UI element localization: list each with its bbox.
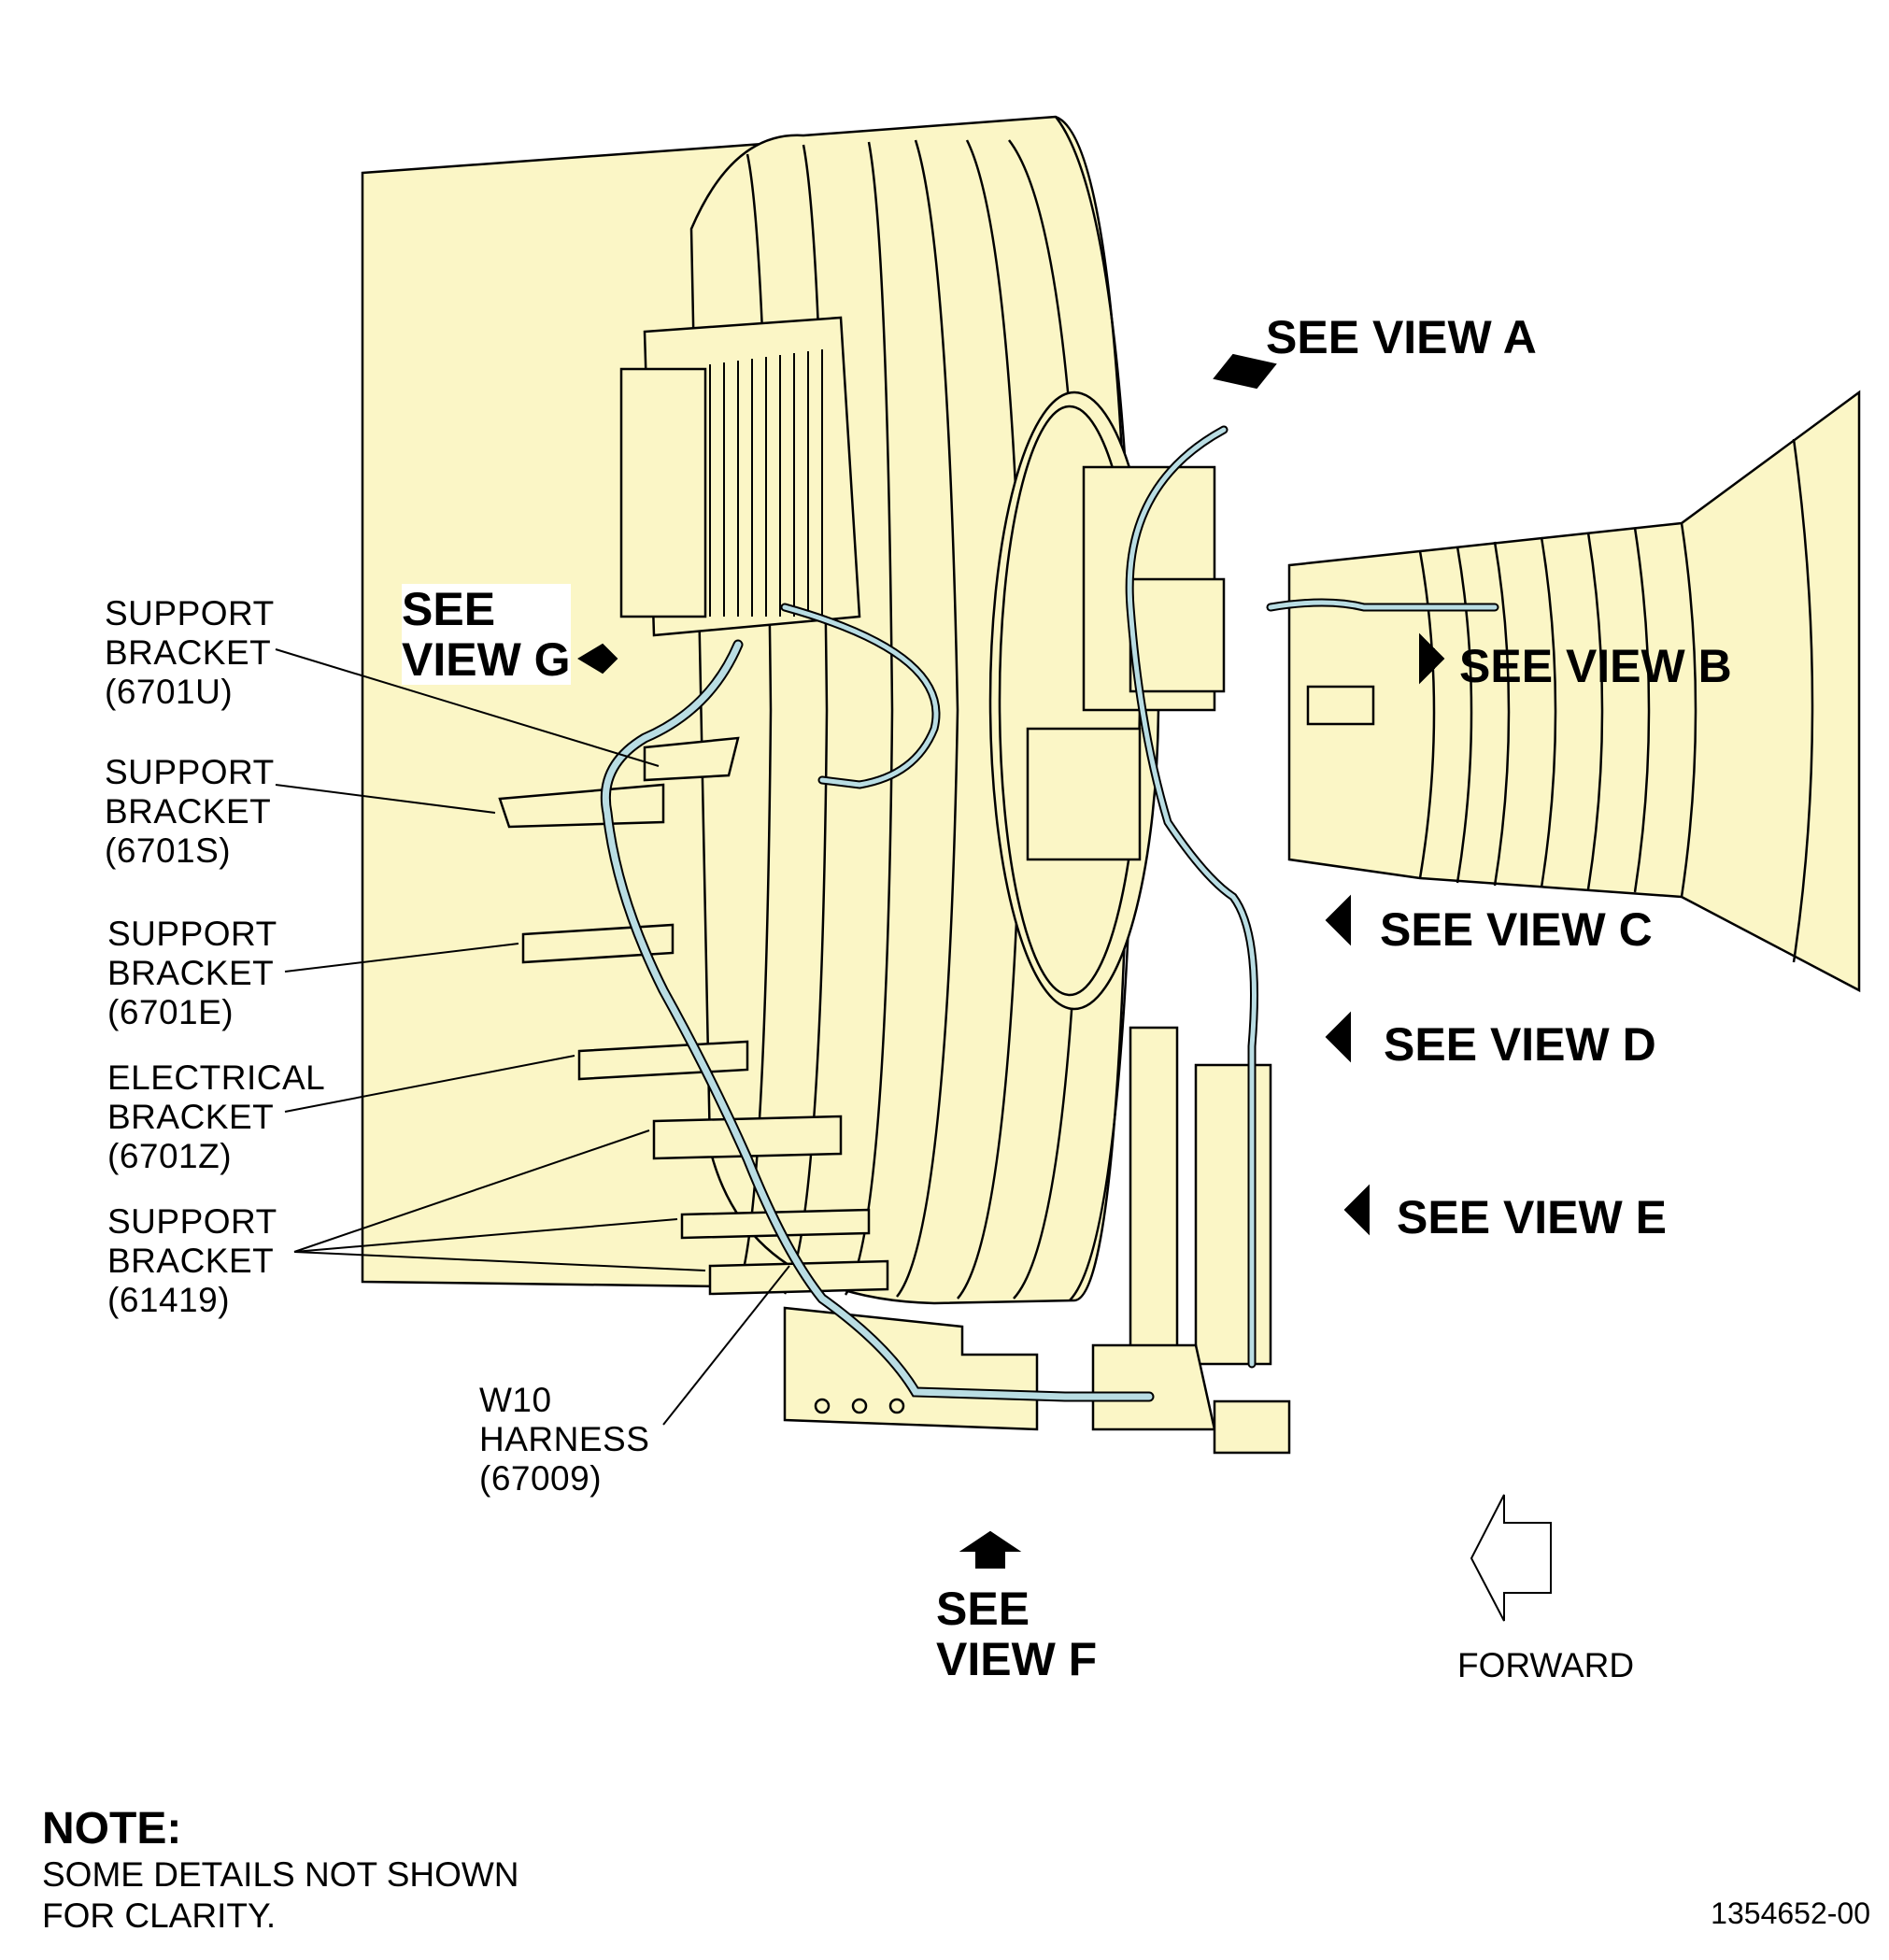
see-view-a: SEE VIEW A [1266,311,1537,363]
callout-support-bracket-61419: SUPPORT BRACKET (61419) [107,1202,277,1319]
engine-core-exhaust [1287,390,1861,993]
callout-w10-harness: W10 HARNESS (67009) [479,1381,650,1498]
see-view-b: SEE VIEW B [1459,640,1732,692]
forward-label: FORWARD [1457,1646,1635,1684]
note-title: NOTE: [42,1804,182,1853]
callout-support-bracket-6701e: SUPPORT BRACKET (6701E) [107,915,277,1031]
see-view-g: SEE VIEW G [402,583,571,686]
document-number: 1354652-00 [1711,1896,1870,1930]
electronic-control-unit [619,316,861,637]
w10-harness-cable [600,425,1499,1402]
see-view-d: SEE VIEW D [1384,1018,1656,1071]
leader-lines [275,648,790,1426]
accessory-hardware [783,465,1375,1455]
see-view-f: SEE VIEW F [936,1583,1098,1685]
see-view-c: SEE VIEW C [1380,903,1653,956]
note-body: SOME DETAILS NOT SHOWN FOR CLARITY. [42,1855,519,1935]
view-arrows [577,353,1552,1622]
callout-support-bracket-6701u: SUPPORT BRACKET (6701U) [105,594,275,711]
callout-electrical-bracket-6701z: ELECTRICAL BRACKET (6701Z) [107,1058,326,1175]
see-view-e: SEE VIEW E [1397,1191,1667,1243]
callout-support-bracket-6701s: SUPPORT BRACKET (6701S) [105,753,275,870]
